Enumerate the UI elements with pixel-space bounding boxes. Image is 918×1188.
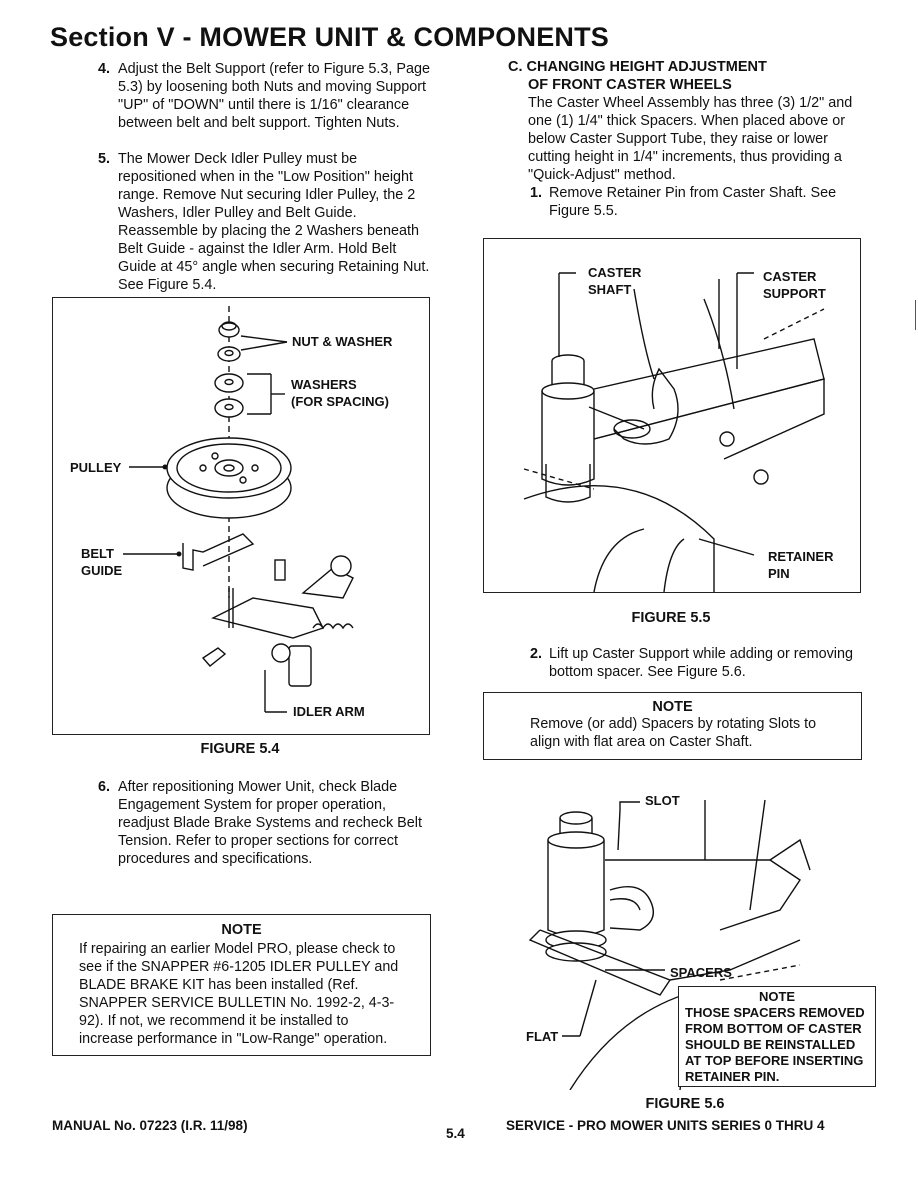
note-box-left: NOTE If repairing an earlier Model PRO, … [52, 914, 431, 1056]
label-retainer: RETAINER [768, 549, 834, 564]
step-text: Adjust the Belt Support (refer to Figure… [118, 61, 430, 131]
step-text: After repositioning Mower Unit, check Bl… [118, 779, 422, 867]
note-title: NOTE [652, 699, 693, 715]
step-text: The Mower Deck Idler Pulley must be repo… [118, 151, 430, 293]
step-text: Remove Retainer Pin from Caster Shaft. S… [549, 185, 837, 219]
section-c-heading: C. CHANGING HEIGHT ADJUSTMENT [508, 59, 767, 75]
label-belt: BELT [81, 546, 114, 561]
step-number: 5. [98, 151, 111, 167]
caster-shaft-diagram: CASTER SHAFT CASTER SUPPORT RETAINER PIN [523, 265, 834, 593]
footer-page-number: 5.4 [446, 1126, 465, 1141]
step-number: 1. [530, 185, 543, 201]
label-guide: GUIDE [81, 563, 123, 578]
step-number: 2. [530, 646, 543, 662]
spacer-note-line: RETAINER PIN. [685, 1069, 780, 1084]
edge-mark [915, 300, 916, 330]
note-title: NOTE [221, 922, 262, 938]
label-slot: SLOT [645, 793, 680, 808]
label-flat: FLAT [526, 1029, 558, 1044]
figure-5-5: CASTER SHAFT CASTER SUPPORT RETAINER PIN [483, 238, 861, 593]
label-washers: WASHERS [291, 377, 357, 392]
spacer-note-box: NOTE THOSE SPACERS REMOVED FROM BOTTOM O… [678, 986, 876, 1087]
spacer-note-line: AT TOP BEFORE INSERTING [685, 1053, 864, 1068]
step-4: 4. Adjust the Belt Support (refer to Fig… [98, 60, 433, 132]
step-5: 5. The Mower Deck Idler Pulley must be r… [98, 150, 433, 294]
label-shaft: SHAFT [588, 282, 631, 297]
label-spacers: SPACERS [670, 965, 732, 980]
spacer-note-line: THOSE SPACERS REMOVED [685, 1005, 865, 1020]
idler-pulley-diagram: NUT & WASHER WASHERS (FOR SPACING) PULLE… [70, 306, 393, 719]
spacer-note-line: SHOULD BE REINSTALLED [685, 1037, 856, 1052]
figure-5-4-caption: FIGURE 5.4 [200, 741, 280, 757]
figure-5-4: NUT & WASHER WASHERS (FOR SPACING) PULLE… [52, 297, 430, 735]
figure-5-6-caption: FIGURE 5.6 [645, 1096, 725, 1112]
section-c-body: The Caster Wheel Assembly has three (3) … [528, 95, 853, 183]
label-support: SUPPORT [763, 286, 826, 301]
note-body: Remove (or add) Spacers by rotating Slot… [530, 716, 817, 750]
note-box-right: NOTE Remove (or add) Spacers by rotating… [483, 692, 862, 760]
step-number: 4. [98, 61, 111, 77]
spacer-note-line: FROM BOTTOM OF CASTER [685, 1021, 862, 1036]
label-caster-2: CASTER [763, 269, 817, 284]
section-c-subheading: OF FRONT CASTER WHEELS [528, 77, 732, 93]
label-caster-1: CASTER [588, 265, 642, 280]
step-2: 2. Lift up Caster Support while adding o… [530, 645, 864, 681]
figure-5-6: SLOT SPACERS FLAT NOTE THOSE SPACERS REM… [500, 780, 878, 1091]
step-text: Lift up Caster Support while adding or r… [549, 646, 853, 680]
step-number: 6. [98, 779, 111, 795]
footer-series: SERVICE - PRO MOWER UNITS SERIES 0 THRU … [506, 1118, 825, 1133]
label-for-spacing: (FOR SPACING) [291, 394, 389, 409]
label-pin: PIN [768, 566, 790, 581]
label-nut-washer: NUT & WASHER [292, 334, 393, 349]
step-1: 1. Remove Retainer Pin from Caster Shaft… [530, 184, 864, 220]
label-pulley: PULLEY [70, 460, 122, 475]
step-6: 6. After repositioning Mower Unit, check… [98, 778, 433, 868]
figure-5-5-caption: FIGURE 5.5 [631, 610, 711, 626]
spacer-note-title: NOTE [758, 989, 796, 1004]
note-body: If repairing an earlier Model PRO, pleas… [79, 941, 399, 1047]
label-idler-arm: IDLER ARM [293, 704, 365, 719]
footer-manual: MANUAL No. 07223 (I.R. 11/98) [52, 1118, 248, 1133]
page-title: Section V - MOWER UNIT & COMPONENTS [50, 22, 610, 52]
